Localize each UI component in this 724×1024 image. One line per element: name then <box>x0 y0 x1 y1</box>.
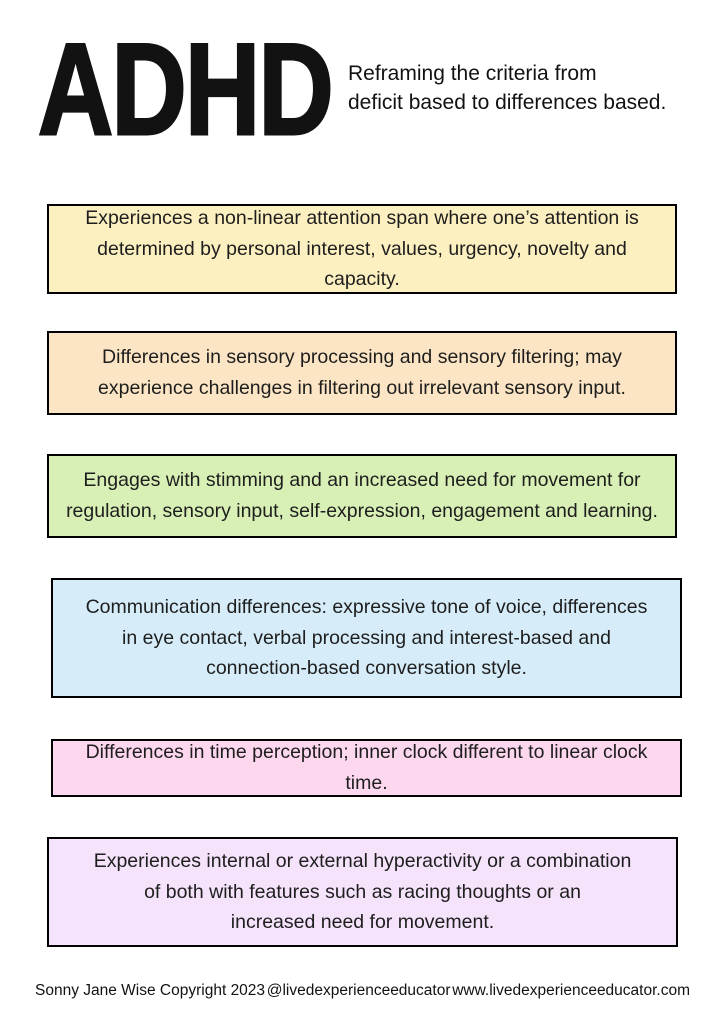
criteria-box-communication: Communication differences: expressive to… <box>51 578 682 698</box>
criteria-box-time-perception: Differences in time perception; inner cl… <box>51 739 682 797</box>
criteria-box-sensory-processing: Differences in sensory processing and se… <box>47 331 677 415</box>
footer-website: www.livedexperienceeducator.com <box>452 982 690 999</box>
criteria-box-attention-span: Experiences a non-linear attention span … <box>47 204 677 294</box>
footer-social-handle: @livedexperienceeducator <box>266 982 451 999</box>
criteria-text-hyperactivity: Experiences internal or external hyperac… <box>93 850 632 934</box>
criteria-box-stimming-movement: Engages with stimming and an increased n… <box>47 454 677 538</box>
footer: Sonny Jane Wise Copyright 2023 @livedexp… <box>35 982 690 1001</box>
criteria-text-stimming-movement: Engages with stimming and an increased n… <box>66 469 658 522</box>
criteria-box-hyperactivity: Experiences internal or external hyperac… <box>47 837 678 947</box>
criteria-text-communication: Communication differences: expressive to… <box>85 596 648 680</box>
criteria-text-time-perception: Differences in time perception; inner cl… <box>85 741 648 794</box>
page-subtitle: Reframing the criteria from deficit base… <box>348 62 667 114</box>
criteria-text-sensory-processing: Differences in sensory processing and se… <box>98 346 626 399</box>
criteria-text-attention-span: Experiences a non-linear attention span … <box>85 207 639 291</box>
footer-copyright: Sonny Jane Wise Copyright 2023 <box>35 982 266 999</box>
page-title: ADHD <box>37 16 335 162</box>
